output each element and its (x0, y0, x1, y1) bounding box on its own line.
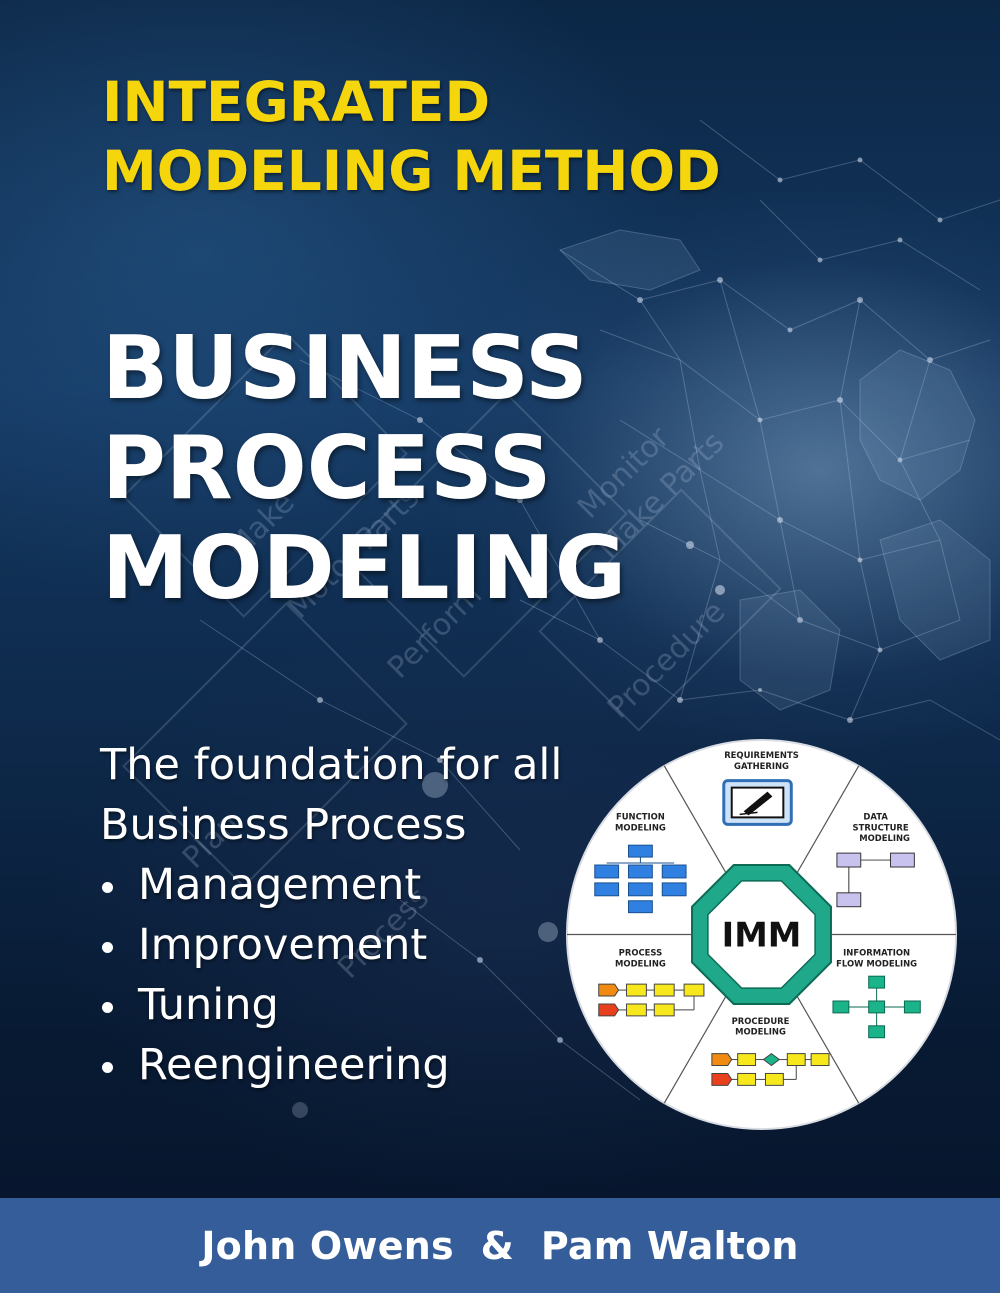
segment-label-data: DATA (863, 811, 888, 821)
segment-label-function: MODELING (615, 822, 666, 832)
bullet-item: Tuning (100, 975, 562, 1035)
bullet-item: Management (100, 855, 562, 915)
author-banner: John Owens & Pam Walton (0, 1198, 1000, 1293)
segment-label-process: MODELING (615, 958, 666, 968)
subtitle-line: The foundation for all (100, 740, 563, 790)
book-title-line: PROCESS (102, 417, 552, 519)
segment-label-procedure: MODELING (735, 1027, 786, 1037)
authors: John Owens & Pam Walton (201, 1223, 799, 1268)
book-title-line: BUSINESS (102, 317, 588, 419)
data-structure-icon (836, 852, 915, 908)
requirements-screen-icon (722, 779, 793, 826)
segment-label-data: STRUCTURE (853, 822, 909, 832)
series-title: INTEGRATED MODELING METHOD (102, 68, 721, 206)
series-title-line: INTEGRATED (102, 70, 491, 134)
procedure-flow-icon (711, 1052, 830, 1086)
watermark-boxes (122, 332, 782, 888)
segment-label-requirements: REQUIREMENTS (724, 750, 799, 760)
segment-label-information-flow: FLOW MODELING (836, 958, 917, 968)
bullet-item: Improvement (100, 915, 562, 975)
bullet-list: Management Improvement Tuning Reengineer… (100, 855, 562, 1095)
book-title-line: MODELING (102, 517, 627, 619)
function-hierarchy-icon (594, 844, 687, 914)
subtitle-block: The foundation for all Business Process … (100, 735, 562, 1095)
book-title: BUSINESS PROCESS MODELING (102, 318, 626, 618)
information-flow-icon (832, 975, 921, 1039)
segment-label-data: MODELING (859, 833, 910, 843)
imm-center-label: IMM (722, 915, 802, 954)
process-flow-icon (598, 983, 705, 1017)
bullet-item: Reengineering (100, 1035, 562, 1095)
subtitle-line: Business Process (100, 800, 467, 850)
segment-label-requirements: GATHERING (734, 761, 789, 771)
segment-label-function: FUNCTION (616, 811, 665, 821)
imm-wheel-diagram: IMM REQUIREMENTS GATHERING DATA STRUCTUR… (565, 738, 958, 1131)
segment-label-procedure: PROCEDURE (732, 1016, 790, 1026)
series-title-line: MODELING METHOD (102, 139, 721, 203)
network-background: Make Motor Parts Perform Monitor Make Pa… (122, 119, 1000, 1118)
segment-label-process: PROCESS (619, 947, 663, 957)
segment-label-information-flow: INFORMATION (843, 947, 910, 957)
